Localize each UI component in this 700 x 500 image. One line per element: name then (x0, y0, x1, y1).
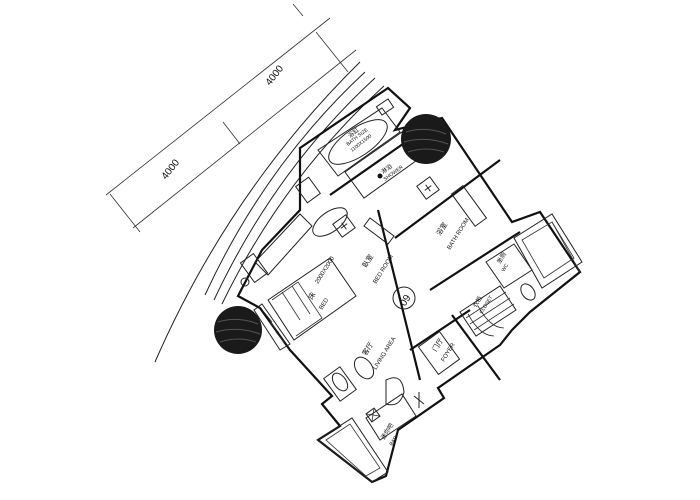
facade-curve-mid (204, 71, 366, 296)
column-hatch (403, 128, 449, 153)
minibar-fridge (365, 407, 381, 423)
foyer-label-cn: 门厅 (430, 336, 445, 353)
balcony-right-inner (521, 221, 575, 279)
bed-fold (281, 285, 311, 321)
nightstand (332, 214, 356, 238)
bath-cross-fixture (416, 176, 440, 200)
dimension-line-outer (105, 17, 331, 196)
dimension-tick (315, 31, 349, 73)
bar-stool-icon (413, 392, 425, 408)
unit-number-badge (392, 286, 416, 310)
closet-door-swing (467, 305, 505, 337)
closet-box (459, 285, 517, 337)
desk-chair (294, 176, 322, 204)
facade-curve-window (221, 85, 385, 305)
dimension-group: 4000 4000 (105, 3, 357, 233)
cross-icon (341, 222, 347, 230)
bed-size-label: 2000X2000 (315, 255, 337, 285)
balcony-bottom-outer (317, 417, 389, 483)
facade-curve-outer (154, 61, 361, 363)
minibar-counter (365, 393, 417, 441)
balcony-right (513, 213, 583, 289)
facade-curve-inner (213, 77, 376, 301)
living-label-cn: 客厅 (360, 340, 375, 357)
bathroom-label-cn: 浴室 (434, 220, 449, 237)
toilet-icon (520, 283, 536, 301)
closet-toilet-area: 衣柜 CLOSET 坐厕 WC (459, 243, 536, 337)
sofa-cushion (331, 372, 349, 392)
unit-walls (236, 86, 582, 484)
bed-headboard (253, 303, 291, 351)
bed-label-cn: 床 (306, 290, 317, 301)
bath-bedroom-wall-diag (376, 209, 422, 381)
bathtub-frame (317, 107, 401, 177)
minibar-label-en: BAR (389, 435, 400, 447)
bathtub (328, 119, 388, 165)
balcony-bottom-inner (325, 423, 381, 477)
dimension-label-upper: 4000 (264, 63, 287, 88)
dimension-tick (222, 121, 241, 145)
column-hatch (215, 318, 261, 343)
bathroom-label-en: BATH ROOM (447, 217, 471, 251)
balcony-right-outer (513, 213, 583, 289)
living-label-en: LIVING AREA (373, 336, 398, 371)
bedroom-area: 2000X2000 床 BED 臥室 BED ROOM 09 (239, 176, 416, 351)
foyer-area: 门厅 FOYER (417, 330, 461, 376)
side-table (239, 252, 269, 284)
pillow-marks (263, 311, 285, 343)
vanity-sink (375, 98, 395, 116)
cross-icon (425, 184, 431, 192)
lounge-chair (385, 377, 405, 406)
bath-wall-bottom (429, 231, 521, 291)
tv-console (363, 217, 395, 245)
minibar-area: 迷你吧 BAR (365, 392, 425, 447)
balcony-bottom (317, 417, 389, 483)
toilet-label-cn: 坐厕 (495, 251, 508, 265)
bath-counter (450, 185, 488, 227)
dimension-tick (109, 193, 141, 233)
closet-wall (451, 314, 501, 381)
balcony-rail (551, 221, 581, 273)
dimension-tick (292, 3, 304, 17)
wardrobe (254, 213, 313, 276)
sofa (322, 366, 358, 402)
shower-drain-icon (377, 173, 383, 179)
bedroom-label-cn: 臥室 (360, 252, 375, 269)
armchair (353, 356, 375, 380)
bed-linen (271, 281, 323, 337)
column-markers (214, 114, 451, 354)
lamp-icon (240, 277, 250, 287)
bath-wall-left (394, 159, 501, 239)
curved-facade (154, 61, 385, 363)
foyer-space (417, 330, 461, 376)
fridge-cross (371, 407, 375, 423)
dimension-label-lower: 4000 (160, 157, 183, 182)
bed (267, 257, 357, 341)
closet-hangers (465, 291, 515, 331)
toilet-label-en: WC (501, 262, 511, 273)
dimension-line-inner (132, 49, 357, 229)
unit-outline (236, 86, 582, 484)
bed-label-en: BED (319, 297, 331, 311)
round-table (312, 207, 348, 237)
foyer-wall (409, 309, 471, 351)
living-area: 客厅 LIVING AREA (322, 336, 405, 406)
